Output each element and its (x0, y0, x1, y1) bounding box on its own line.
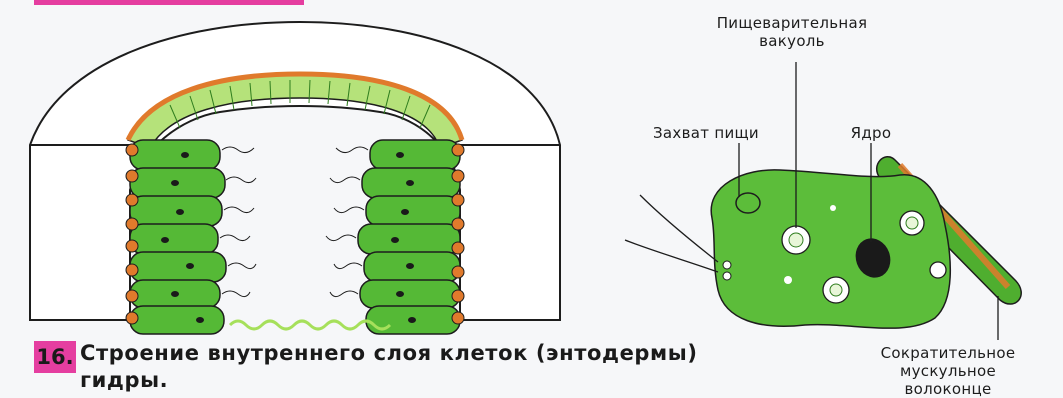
right-cell-column (358, 140, 460, 334)
label-nucleus: Ядро (851, 124, 892, 142)
left-cell-column (130, 140, 226, 334)
figure-caption: Строение внутреннего слоя клеток (энтоде… (80, 340, 698, 394)
figure-number: 16. (34, 341, 76, 373)
header-stripe (34, 0, 304, 5)
endoderm-cell (625, 62, 1021, 340)
label-digestive-vacuole: Пищеварительная вакуоль (717, 14, 868, 50)
body-wall-section (30, 22, 560, 334)
label-food-capture: Захват пищи (653, 124, 759, 142)
label-contractile-fiber: Сократительное мускульное волоконце (881, 344, 1016, 398)
ectoderm-arch (30, 22, 560, 320)
